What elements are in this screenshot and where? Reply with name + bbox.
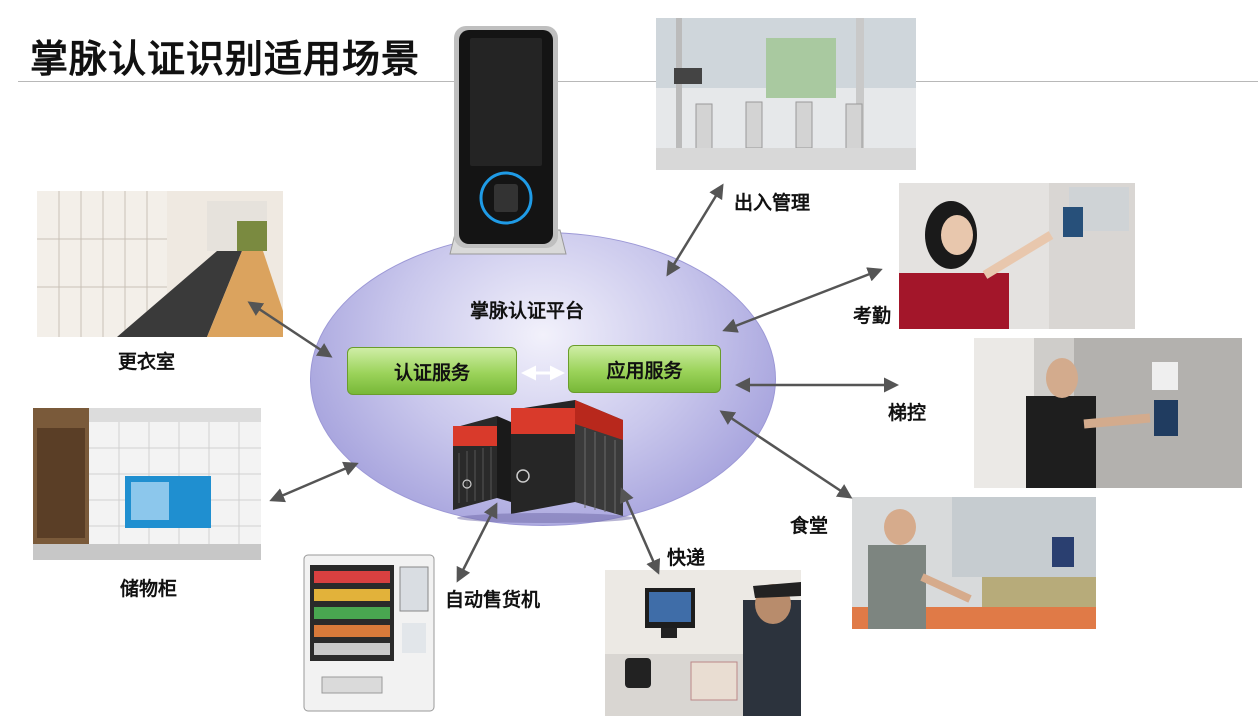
changing-room-photo <box>37 191 283 337</box>
arrow-canteen <box>719 410 853 499</box>
auth-service-box: 认证服务 <box>347 347 517 395</box>
palm-vein-terminal-icon <box>449 26 567 255</box>
elevator-photo <box>974 338 1242 488</box>
arrow-locker <box>269 461 359 503</box>
app-service-box: 应用服务 <box>568 345 721 393</box>
label-canteen: 食堂 <box>790 515 829 537</box>
title-divider <box>18 81 1258 82</box>
arrow-courier <box>619 487 661 575</box>
courier-photo <box>605 570 801 716</box>
label-elevator: 梯控 <box>888 402 927 424</box>
arrow-vending <box>456 502 498 583</box>
platform-title: 掌脉认证平台 <box>470 300 585 322</box>
label-vending: 自动售货机 <box>445 589 541 611</box>
arrow-attendance <box>722 267 883 333</box>
attendance-photo <box>899 183 1135 329</box>
label-locker: 储物柜 <box>120 578 178 600</box>
canteen-photo <box>852 497 1096 629</box>
label-courier: 快递 <box>667 547 706 569</box>
vending-machine-photo <box>303 554 435 712</box>
label-changing-room: 更衣室 <box>118 351 176 373</box>
page-title: 掌脉认证识别适用场景 <box>30 37 421 81</box>
access-control-photo <box>656 18 916 170</box>
locker-photo <box>33 408 261 560</box>
label-access-control: 出入管理 <box>734 192 811 214</box>
arrow-access-control <box>666 183 724 277</box>
server-rack-icon <box>453 400 633 523</box>
arrow-changing-room <box>247 301 333 358</box>
